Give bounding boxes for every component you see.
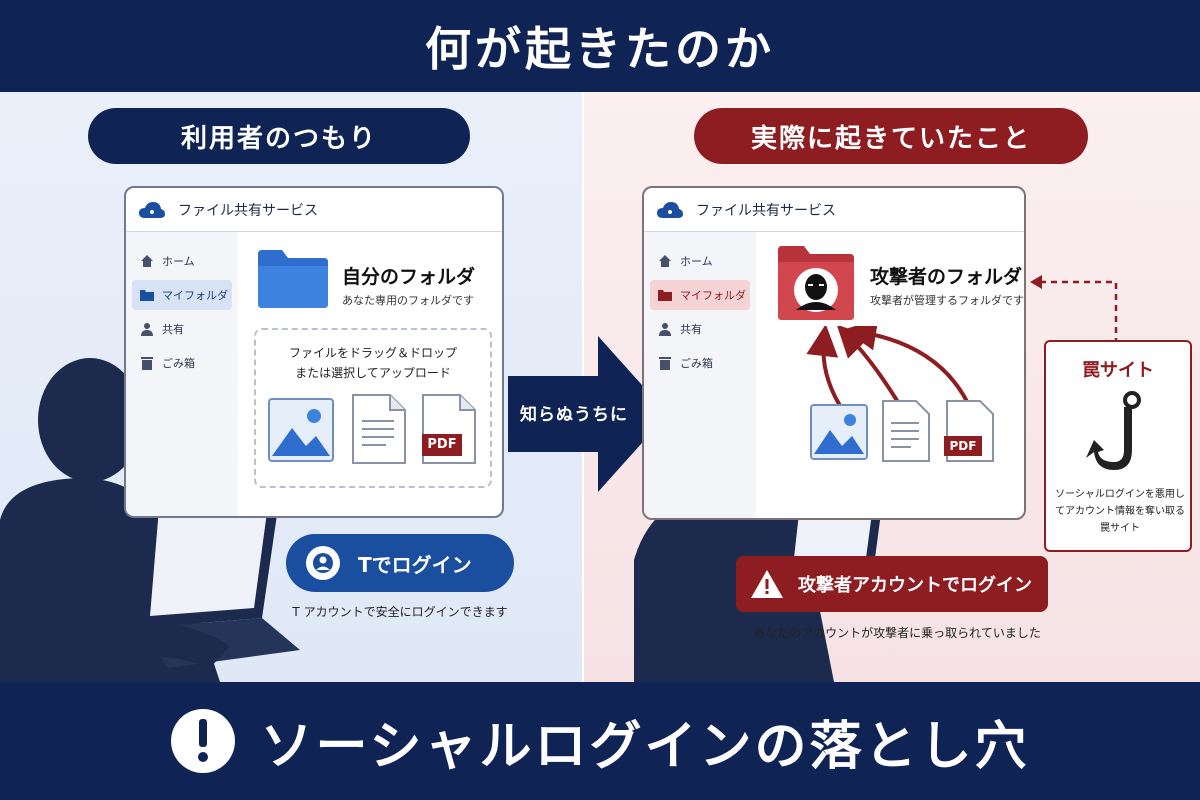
- upload-dropzone[interactable]: ファイルをドラッグ＆ドロップ または選択してアップロード PDF: [254, 328, 492, 488]
- person-icon: [140, 322, 154, 336]
- window-titlebar: ファイル共有サービス: [644, 188, 1024, 232]
- home-icon: [658, 254, 672, 268]
- sidebar-item-label: ごみ箱: [680, 357, 713, 370]
- pdf-badge: PDF: [422, 434, 462, 456]
- person-icon: [658, 322, 672, 336]
- sidebar-item-shared[interactable]: 共有: [132, 314, 232, 344]
- sidebar-item-label: ホーム: [680, 255, 713, 268]
- trash-icon: [140, 356, 154, 370]
- folder-icon: [258, 250, 328, 308]
- footer-banner: ソーシャルログインの落とし穴: [0, 682, 1200, 800]
- folder-icon: [658, 288, 672, 302]
- sidebar: ホーム マイフォルダ 共有 ごみ箱: [126, 232, 238, 516]
- trap-connector-arrow: [1030, 275, 1118, 344]
- warning-icon: [751, 570, 783, 598]
- trap-site-description: ソーシャルログインを悪用してアカウント情報を奪い取る罠サイト: [1055, 489, 1185, 534]
- dropzone-text: または選択してアップロード: [295, 366, 451, 380]
- trap-site-card: 罠サイト ソーシャルログインを悪用してアカウント情報を奪い取る罠サイト: [1044, 340, 1192, 552]
- dropzone-text: ファイルをドラッグ＆ドロップ: [288, 346, 457, 360]
- window-titlebar: ファイル共有サービス: [126, 188, 502, 232]
- sidebar-item-label: ホーム: [162, 255, 195, 268]
- sidebar-item-label: ごみ箱: [162, 357, 195, 370]
- folder-title: 攻撃者のフォルダ: [870, 266, 1023, 288]
- trap-site-title: 罠サイト: [1082, 360, 1154, 381]
- folder-subtitle: 攻撃者が管理するフォルダです: [870, 294, 1024, 307]
- pdf-badge: PDF: [944, 436, 982, 456]
- social-login-button[interactable]: Tでログイン: [286, 534, 514, 592]
- sidebar-item-trash[interactable]: ごみ箱: [132, 348, 232, 378]
- folder-subtitle: あなた専用のフォルダです: [342, 294, 474, 307]
- sidebar-item-label: 共有: [680, 323, 702, 336]
- window-title: ファイル共有サービス: [178, 202, 318, 219]
- home-icon: [140, 254, 154, 268]
- sidebar-item-shared[interactable]: 共有: [650, 314, 750, 344]
- sidebar-item-label: マイフォルダ: [680, 289, 746, 302]
- intended-caption: T アカウントで安全にログインできます: [292, 605, 508, 619]
- exclamation-icon: [170, 709, 235, 773]
- account-icon: [306, 546, 340, 580]
- folder-icon: [140, 288, 154, 302]
- image-file-icon: [268, 398, 334, 462]
- file-share-window-intended: ファイル共有サービス ホーム マイフォルダ 共有 ごみ箱 自分のフォルダ あなた…: [124, 186, 504, 518]
- sidebar-item-trash[interactable]: ごみ箱: [650, 348, 750, 378]
- cloud-icon: [139, 201, 165, 218]
- sidebar-item-label: マイフォルダ: [162, 289, 228, 302]
- arrow-label: 知らぬうちに: [520, 405, 628, 425]
- image-file-icon: [810, 404, 868, 460]
- document-file-icon: [352, 394, 406, 464]
- attacker-folder-icon: [778, 246, 854, 320]
- arrow-right-icon: [508, 336, 668, 492]
- sidebar-item-label: 共有: [162, 323, 184, 336]
- login-button-label: Tでログイン: [358, 552, 472, 577]
- cloud-icon: [657, 201, 683, 218]
- folder-title: 自分のフォルダ: [342, 266, 476, 288]
- trash-icon: [658, 356, 672, 370]
- sidebar-item-my-folder[interactable]: マイフォルダ: [650, 280, 750, 310]
- file-share-window-actual: ファイル共有サービス ホーム マイフォルダ 共有 ごみ箱 攻撃者のフォルダ 攻撃…: [642, 186, 1026, 520]
- document-file-icon: [882, 400, 930, 462]
- window-title: ファイル共有サービス: [696, 202, 836, 219]
- warning-text: 攻撃者アカウントでログイン: [798, 575, 1032, 596]
- sidebar: ホーム マイフォルダ 共有 ごみ箱: [644, 232, 756, 518]
- sidebar-item-my-folder[interactable]: マイフォルダ: [132, 280, 232, 310]
- page-title: 何が起きたのか: [0, 0, 1200, 92]
- actual-caption: あなたのアカウントが攻撃者に乗っ取られていました: [753, 626, 1041, 640]
- sidebar-item-home[interactable]: ホーム: [650, 246, 750, 276]
- actual-label: 実際に起きていたこと: [694, 108, 1088, 164]
- fishhook-icon: [1086, 391, 1141, 470]
- footer-title: ソーシャルログインの落とし穴: [260, 716, 1030, 777]
- intended-label: 利用者のつもり: [88, 108, 470, 164]
- attacker-login-warning: 攻撃者アカウントでログイン: [736, 556, 1048, 612]
- sidebar-item-home[interactable]: ホーム: [132, 246, 232, 276]
